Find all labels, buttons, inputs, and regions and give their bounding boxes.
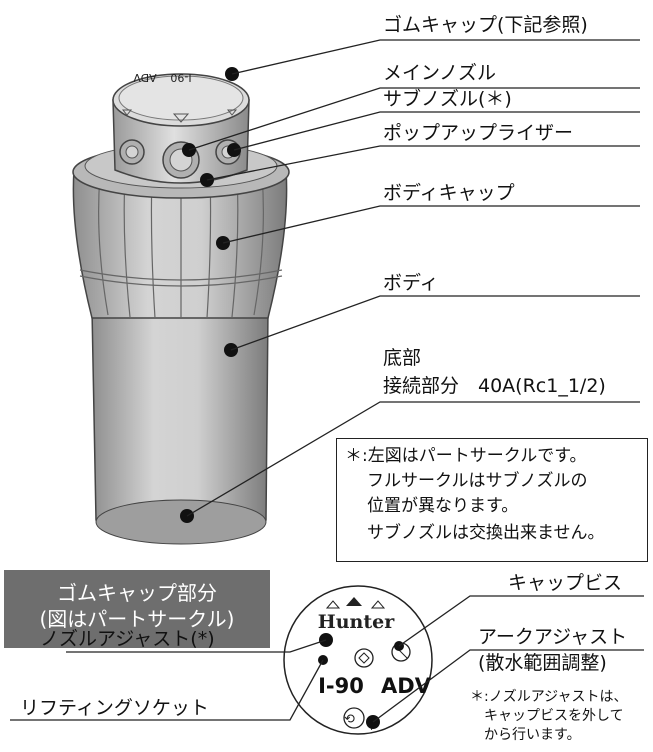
sprinkler-body-lower — [91, 309, 269, 545]
callout-leaders — [186, 39, 640, 517]
label-popup-riser: ポップアップライザー — [383, 122, 574, 144]
cap-detail-circle: ⟲ + — [283, 585, 433, 735]
note-line-4: サブノズルは交換出来ません。 — [367, 523, 605, 543]
label-sub-nozzle: サブノズル(＊) — [383, 88, 512, 110]
label-arc-adjust: アークアジャスト — [478, 626, 628, 648]
label-nozzle-adjust: ノズルアジャスト(*) — [40, 628, 215, 650]
cap-model: I-90 — [318, 674, 364, 698]
label-lifting-socket: リフティングソケット — [20, 697, 209, 719]
cap-note-2: キャップビスを外して — [484, 708, 624, 724]
label-main-nozzle: メインノズル — [383, 62, 497, 84]
label-body: ボディ — [383, 272, 439, 294]
label-cap-screw: キャップビス — [508, 572, 623, 594]
label-arc-adjust-sub: (散水範囲調整) — [478, 652, 607, 674]
cap-note-1: ＊:ノズルアジャストは、 — [470, 689, 628, 705]
cap-note-3: から行います。 — [484, 727, 581, 743]
note-line-1: ＊:左図はパートサークルです。 — [345, 446, 587, 466]
cap-callout-leaders — [10, 595, 644, 723]
cap-section-title-1: ゴムキャップ部分 — [57, 581, 217, 605]
label-rubber-cap: ゴムキャップ(下記参照) — [383, 14, 588, 36]
note-line-2: フルサークルはサブノズルの — [367, 471, 588, 491]
label-connection: 接続部分 40A(Rc1_1/2) — [383, 375, 606, 397]
svg-text:⟲: ⟲ — [344, 712, 355, 727]
cap-brand: Hunter — [318, 611, 395, 633]
cap-top-suffix: ADV — [133, 71, 157, 84]
popup-riser — [112, 73, 250, 184]
note-box: ＊:左図はパートサークルです。 フルサークルはサブノズルの 位置が異なります。 … — [336, 438, 648, 562]
cap-suffix: ADV — [381, 674, 432, 698]
label-body-cap: ボディキャップ — [383, 182, 515, 204]
cap-section-title-2: (図はパートサークル) — [39, 607, 235, 631]
note-line-3: 位置が異なります。 — [367, 496, 519, 516]
cap-section-header: ゴムキャップ部分 (図はパートサークル) — [4, 570, 270, 648]
label-bottom: 底部 — [383, 347, 422, 369]
cap-top-model: I-90 — [170, 71, 191, 84]
